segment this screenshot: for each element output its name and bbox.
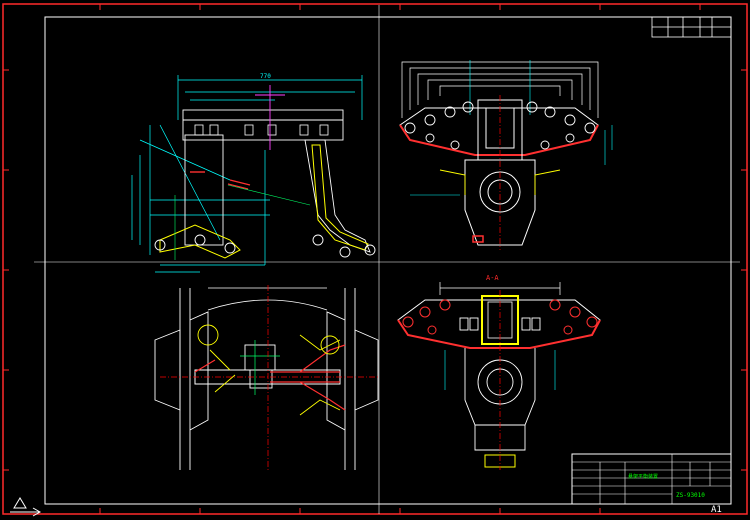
drawing-name: 悬架平衡装置 [628, 473, 658, 480]
overall-width-dim: 770 [260, 73, 271, 80]
sheet-size-label: A1 [711, 505, 722, 515]
title-block: 悬架平衡装置 ZS-93010 A1 [571, 453, 732, 515]
view-section-aa: A-A [397, 274, 601, 470]
revision-table [651, 16, 732, 38]
sheet-outer-border [2, 3, 748, 515]
section-cap-plate [397, 299, 601, 349]
zone-ticks [3, 4, 747, 514]
view-front-elevation: 770 [131, 73, 376, 273]
view-side-elevation [399, 60, 613, 250]
mount-block [472, 235, 484, 243]
view-plan [154, 285, 380, 470]
section-label: A-A [486, 274, 499, 282]
link-arm-left [159, 224, 241, 259]
ucs-arrow-icon [10, 497, 42, 517]
drawing-number: ZS-93010 [676, 492, 705, 499]
link-arm-right [311, 144, 369, 251]
sheet-inner-border [44, 16, 732, 505]
